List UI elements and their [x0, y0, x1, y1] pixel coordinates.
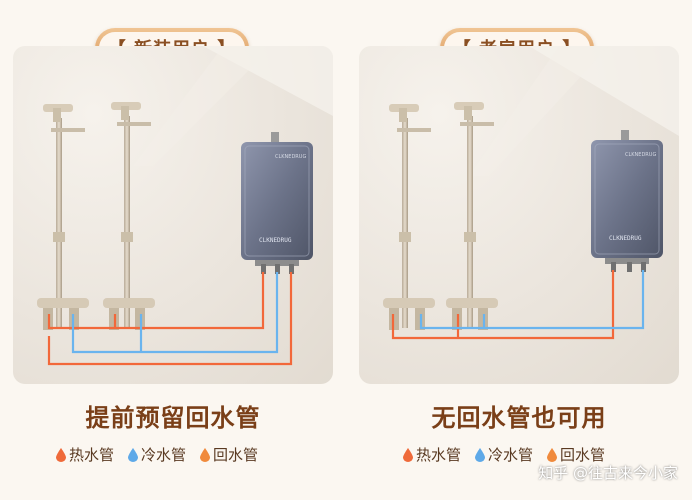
legend-item-hot: 热水管	[403, 444, 461, 465]
return-water-drop-icon	[547, 447, 558, 462]
legend-item-hot: 热水管	[56, 444, 114, 465]
legend-label-return: 回水管	[213, 446, 259, 464]
shower-set-2	[446, 102, 498, 330]
pipes-new-install	[47, 272, 293, 366]
heater-brand-label: CLKNEDRUG	[275, 154, 306, 160]
legend-label-cold: 冷水管	[141, 446, 187, 464]
heater-brand-label: CLKNEDRUG	[625, 152, 656, 158]
pipes-old-house	[391, 270, 645, 340]
illustration-old-house: CLKNEDRUG CLKNEDRUG	[359, 46, 679, 384]
water-heater: CLKNEDRUG CLKNEDRUG	[591, 130, 663, 272]
heater-display-text: CLKNEDRUG	[609, 235, 642, 242]
illustration-new-install: CLKNEDRUG CLKNEDRUG	[13, 46, 333, 384]
hot-pipe	[391, 270, 615, 340]
heater-display-text: CLKNEDRUG	[259, 237, 292, 244]
shower-set-1	[383, 104, 435, 330]
water-heater: CLKNEDRUG CLKNEDRUG	[241, 132, 313, 274]
return-water-drop-icon	[200, 447, 211, 462]
legend-left: 热水管 冷水管 回水管	[56, 444, 258, 465]
legend-item-return: 回水管	[547, 444, 605, 465]
plumbing-diagram-new: CLKNEDRUG CLKNEDRUG	[37, 46, 333, 366]
legend-label-return: 回水管	[560, 446, 606, 464]
legend-label-hot: 热水管	[69, 446, 115, 464]
cold-water-drop-icon	[475, 447, 486, 462]
legend-item-cold: 冷水管	[128, 444, 186, 465]
legend-item-return: 回水管	[200, 444, 258, 465]
caption-old-house: 无回水管也可用	[431, 404, 607, 432]
cold-pipe	[71, 272, 279, 354]
caption-new-install: 提前预留回水管	[85, 404, 261, 432]
legend-label-cold: 冷水管	[488, 446, 534, 464]
cold-pipe	[419, 270, 645, 330]
legend-label-hot: 热水管	[416, 446, 462, 464]
watermark: 知乎 @往古来今小家	[538, 464, 678, 482]
shower-set-1	[37, 104, 89, 330]
hot-water-drop-icon	[56, 447, 66, 462]
legend-item-cold: 冷水管	[475, 444, 533, 465]
return-pipe	[47, 272, 293, 366]
plumbing-diagram-old: CLKNEDRUG CLKNEDRUG	[383, 46, 679, 340]
shower-set-2	[103, 102, 155, 330]
legend-right: 热水管 冷水管 回水管	[403, 444, 605, 465]
cold-water-drop-icon	[128, 447, 139, 462]
hot-pipe	[47, 272, 265, 330]
hot-water-drop-icon	[403, 447, 413, 462]
